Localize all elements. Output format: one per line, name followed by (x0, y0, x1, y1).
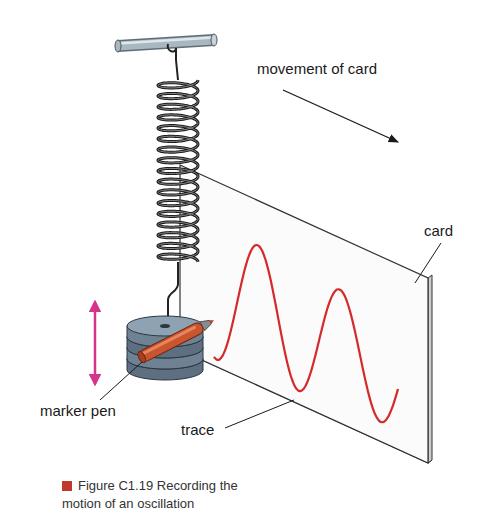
marker-pen (136, 315, 216, 364)
card (180, 165, 432, 463)
leader-line (415, 243, 441, 283)
oscillation-arrow (94, 302, 97, 384)
leader-line (100, 362, 142, 400)
part-label: card (424, 222, 453, 240)
part-label: marker pen (40, 402, 116, 420)
trace-line (214, 245, 398, 422)
spring-hook (168, 44, 178, 80)
caption-marker (62, 481, 72, 491)
spring (158, 80, 198, 262)
part-label: trace (181, 421, 214, 439)
mass-hook (168, 262, 178, 318)
leader-line (225, 400, 294, 428)
movement-arrow (283, 90, 398, 142)
support-rod (115, 34, 217, 52)
arrow-label: movement of card (257, 60, 377, 78)
figure-caption: Figure C1.19 Recording the motion of an … (62, 477, 262, 513)
